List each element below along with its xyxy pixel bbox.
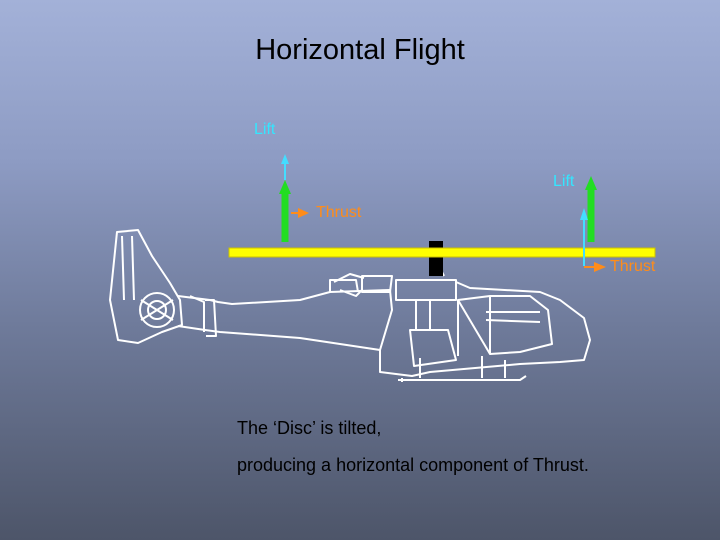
lift-label-left: Lift xyxy=(254,121,276,138)
caption-line-2: producing a horizontal component of Thru… xyxy=(237,455,589,475)
lift-label-right: Lift xyxy=(553,173,575,190)
lift-arrow-left xyxy=(279,154,291,242)
thrust-arrow-left xyxy=(291,208,309,218)
thrust-arrow-right xyxy=(584,262,606,272)
thrust-label-left: Thrust xyxy=(316,204,362,221)
caption-line-1: The ‘Disc’ is tilted, xyxy=(237,418,382,438)
slide-title: Horizontal Flight xyxy=(255,34,465,66)
thrust-label-right: Thrust xyxy=(610,258,656,275)
rotor-disc xyxy=(228,247,656,258)
lift-arrow-right xyxy=(580,176,597,266)
helicopter-outline-icon xyxy=(109,229,591,382)
rotor-mast xyxy=(429,241,443,276)
